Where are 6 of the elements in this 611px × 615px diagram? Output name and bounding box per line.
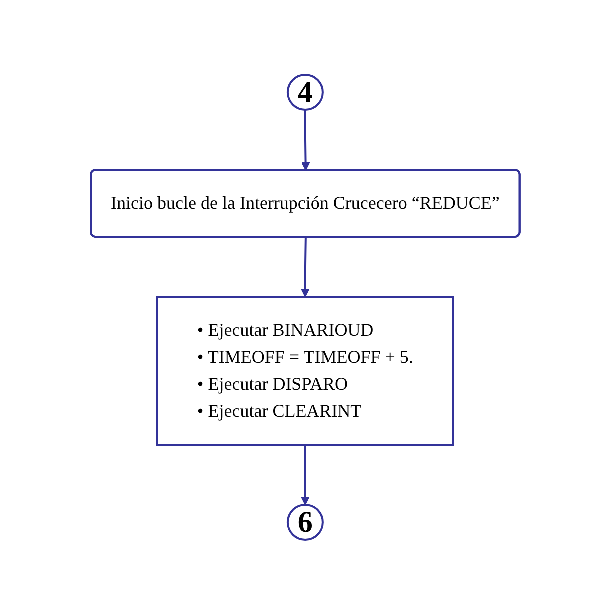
node-circle: 4 xyxy=(287,74,324,111)
arrow xyxy=(301,237,310,298)
arrow xyxy=(301,110,310,171)
node-box: • Ejecutar BINARIOUD • TIMEOFF = TIMEOFF + 5. • Ejecutar DISPARO • Ejecutar CLEARINT xyxy=(156,296,454,446)
node-circle: 6 xyxy=(287,504,324,541)
arrow xyxy=(301,445,310,506)
